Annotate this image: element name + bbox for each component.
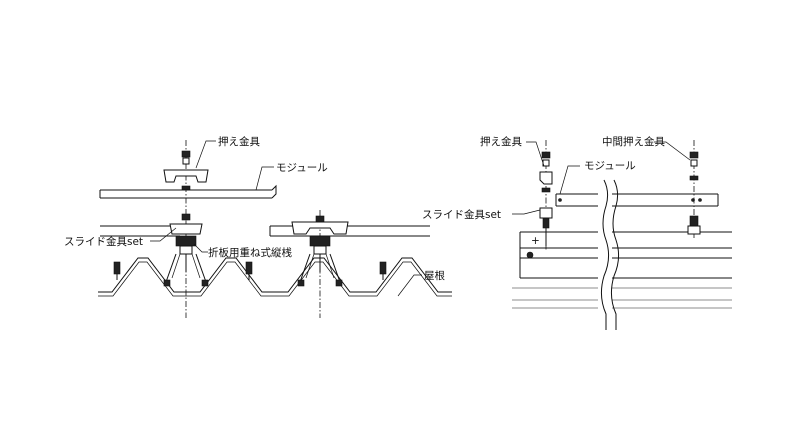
module-rail [555,193,719,207]
label-module: モジュール [276,162,328,174]
module-lower [100,225,430,237]
leader-middle-press-fitting [654,141,691,161]
leader-folded-plate [193,243,208,253]
label-folded-plate: 折板用重ね式縦桟 [208,246,292,259]
label-middle-press-fitting: 中間押え金具 [602,135,665,148]
middle-press-fitting [687,140,701,240]
end-press-fitting [539,140,553,250]
slide-fitting-left [163,213,209,287]
leader-slide-fitting [512,209,541,215]
roof-bolt [379,261,387,280]
roof-profile-inner [98,261,452,297]
svg-text:+: + [531,235,540,247]
roof-base-plates: + [512,231,732,309]
leader-roof [397,274,422,297]
label-slide-fitting: スライド金具set [422,208,501,221]
leader-module [559,165,580,195]
label-press-fitting: 押え金具 [480,135,522,148]
roof-bolt [113,261,121,280]
label-module: モジュール [584,160,636,172]
leader-slide-fitting [150,227,177,242]
press-fitting-exploded [163,150,209,191]
break-line [598,179,620,330]
slide-fitting-right [291,215,349,287]
module-rail-upper [99,184,277,199]
right-elevation-view: + [422,135,732,330]
label-slide-fitting: スライド金具set [64,235,143,248]
label-press-fitting: 押え金具 [218,135,260,148]
leader-press-fitting [526,141,545,167]
leader-module [255,166,274,191]
roof-profile-outer [98,257,452,293]
label-roof: 屋根 [424,269,445,282]
left-section-view: 押え金具 モジュール スライド金具set 折板用重ね式縦桟 屋根 [64,135,452,318]
leader-press-fitting [195,140,216,169]
roof-bolt [245,261,253,280]
